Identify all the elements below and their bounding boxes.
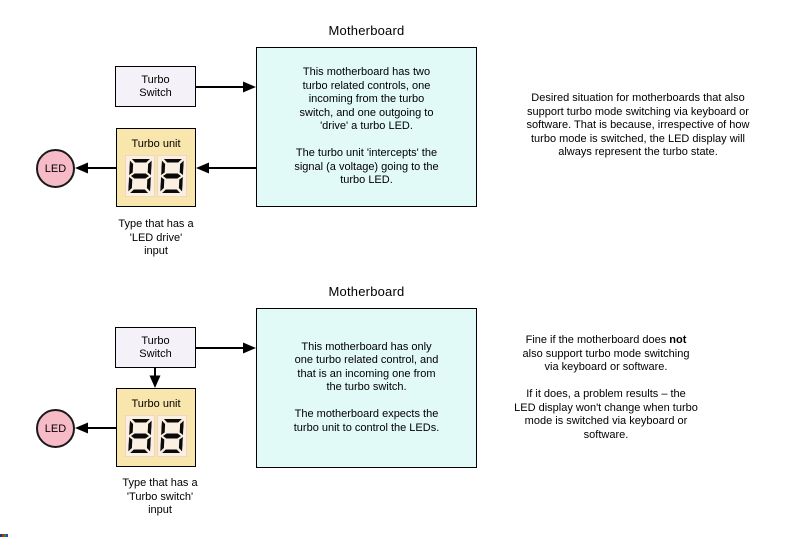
led-label-bottom: LED (44, 422, 67, 435)
motherboard-title-top: Motherboard (328, 23, 405, 38)
unit-type-caption-bottom: Type that has a 'Turbo switch' input (122, 477, 198, 516)
side-note-bottom-text: also support turbo mode switching via ke… (514, 347, 698, 441)
turbo-unit-label-top: Turbo unit (131, 138, 181, 150)
turbo-switch-box-bottom: Turbo Switch (115, 327, 196, 368)
arrow-unit-to-led-bottom (75, 422, 116, 434)
arrow-switch-to-unit-bottom (149, 368, 161, 388)
motherboard-description-top: This motherboard has two turbo related c… (294, 66, 439, 187)
corner-pixel-artifact (0, 534, 8, 537)
arrow-board-to-unit-top (196, 162, 256, 174)
turbo-unit-label-bottom: Turbo unit (131, 398, 181, 410)
seven-segment-digit (157, 415, 187, 457)
motherboard-box-bottom: This motherboard has only one turbo rela… (256, 308, 477, 468)
turbo-unit-box-bottom: Turbo unit (116, 388, 196, 467)
side-note-bottom: Fine if the motherboard does not also su… (490, 334, 722, 442)
led-label-top: LED (44, 162, 67, 175)
seven-segment-digit (125, 155, 155, 197)
seven-segment-digit (125, 415, 155, 457)
arrow-unit-to-led-top (75, 162, 116, 174)
seven-segment-display-bottom (117, 415, 195, 457)
arrow-switch-to-board-bottom (196, 342, 256, 354)
arrow-switch-to-board-top (196, 81, 256, 93)
side-note-bottom-text: Fine if the motherboard does (525, 334, 670, 346)
seven-segment-display-top (117, 155, 195, 197)
seven-segment-digit (157, 155, 187, 197)
motherboard-box-top: This motherboard has two turbo related c… (256, 47, 477, 207)
led-indicator-bottom: LED (36, 409, 75, 448)
turbo-unit-box-top: Turbo unit (116, 128, 196, 207)
side-note-bottom-bold: not (669, 334, 687, 346)
motherboard-description-bottom: This motherboard has only one turbo rela… (293, 340, 440, 434)
side-note-top: Desired situation for motherboards that … (526, 92, 750, 158)
motherboard-title-bottom: Motherboard (328, 284, 405, 299)
unit-type-caption-top: Type that has a 'LED drive' input (118, 218, 194, 257)
turbo-switch-box-top: Turbo Switch (115, 66, 196, 107)
led-indicator-top: LED (36, 149, 75, 188)
